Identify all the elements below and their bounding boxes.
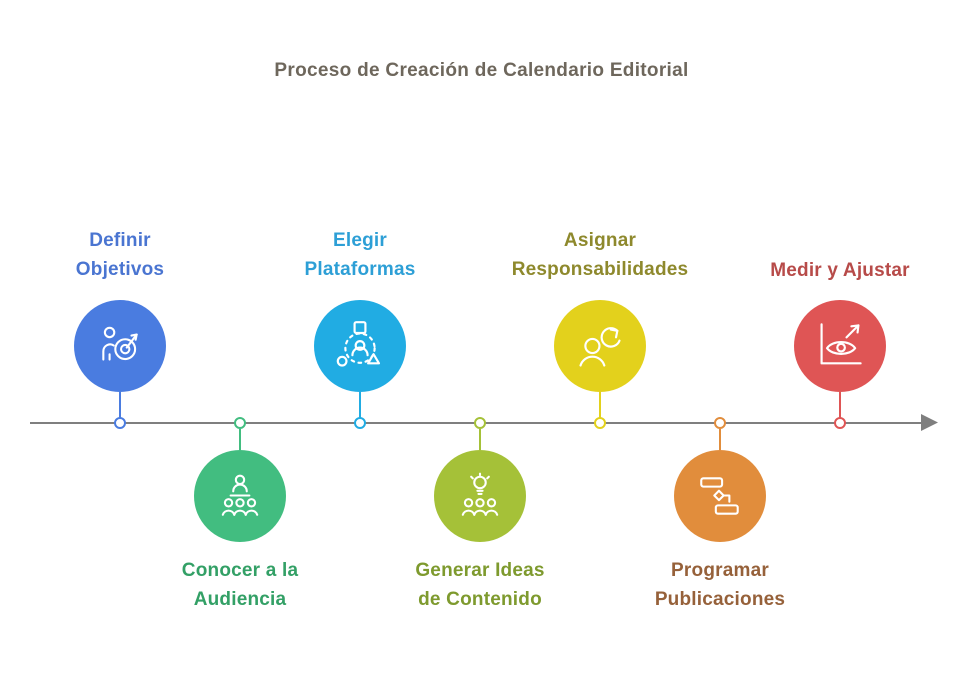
step-label-conocer-audiencia: Conocer a la Audiencia: [130, 556, 350, 614]
step-circle-generar-ideas: [434, 450, 526, 542]
timeline-node: [834, 417, 846, 429]
step-label-generar-ideas: Generar Ideas de Contenido: [370, 556, 590, 614]
step-label-line: Generar Ideas: [415, 560, 545, 581]
step-label-line: Objetivos: [75, 259, 165, 280]
step-label-medir-ajustar: Medir y Ajustar: [730, 256, 950, 285]
connector-stem: [599, 392, 601, 418]
diagram-title: Proceso de Creación de Calendario Editor…: [274, 60, 689, 81]
step-label-elegir-plataformas: Elegir Plataformas: [250, 226, 470, 284]
connector-stem: [479, 429, 481, 450]
step-label-line: Publicaciones: [654, 589, 786, 610]
person-target-icon: [102, 326, 138, 361]
audience-icon: [221, 474, 259, 516]
timeline-node: [234, 417, 246, 429]
gantt-schedule-icon: [700, 477, 739, 515]
step-label-line: de Contenido: [418, 589, 542, 610]
timeline-arrowhead-icon: [921, 414, 938, 431]
step-label-line: Plataformas: [304, 259, 416, 280]
step-circle-definir-objetivos: [74, 300, 166, 392]
step-label-line: Conocer a la: [181, 560, 299, 581]
person-refresh-icon: [579, 327, 621, 367]
timeline-node: [594, 417, 606, 429]
step-label-line: Audiencia: [193, 589, 287, 610]
step-label-line: Definir: [89, 230, 151, 251]
timeline-node: [354, 417, 366, 429]
platforms-icon: [336, 321, 381, 367]
connector-stem: [719, 429, 721, 450]
step-circle-programar-publicaciones: [674, 450, 766, 542]
step-label-line: Responsabilidades: [511, 259, 689, 280]
content-ideas-icon: [461, 472, 499, 516]
connector-stem: [119, 392, 121, 418]
step-label-line: Asignar: [563, 230, 637, 251]
step-label-line: Programar: [671, 560, 769, 581]
step-label-definir-objetivos: Definir Objetivos: [10, 226, 230, 284]
connector-stem: [239, 429, 241, 450]
step-label-line: Medir y Ajustar: [770, 260, 910, 281]
step-label-programar-publicaciones: Programar Publicaciones: [610, 556, 830, 614]
timeline-node: [474, 417, 486, 429]
step-circle-elegir-plataformas: [314, 300, 406, 392]
step-circle-medir-ajustar: [794, 300, 886, 392]
step-circle-conocer-audiencia: [194, 450, 286, 542]
eye-analytics-icon: [820, 323, 862, 365]
connector-stem: [839, 392, 841, 418]
step-label-asignar-responsabilidades: Asignar Responsabilidades: [490, 226, 710, 284]
timeline-node: [114, 417, 126, 429]
step-circle-asignar-responsabilidades: [554, 300, 646, 392]
connector-stem: [359, 392, 361, 418]
step-label-line: Elegir: [333, 230, 387, 251]
timeline-node: [714, 417, 726, 429]
